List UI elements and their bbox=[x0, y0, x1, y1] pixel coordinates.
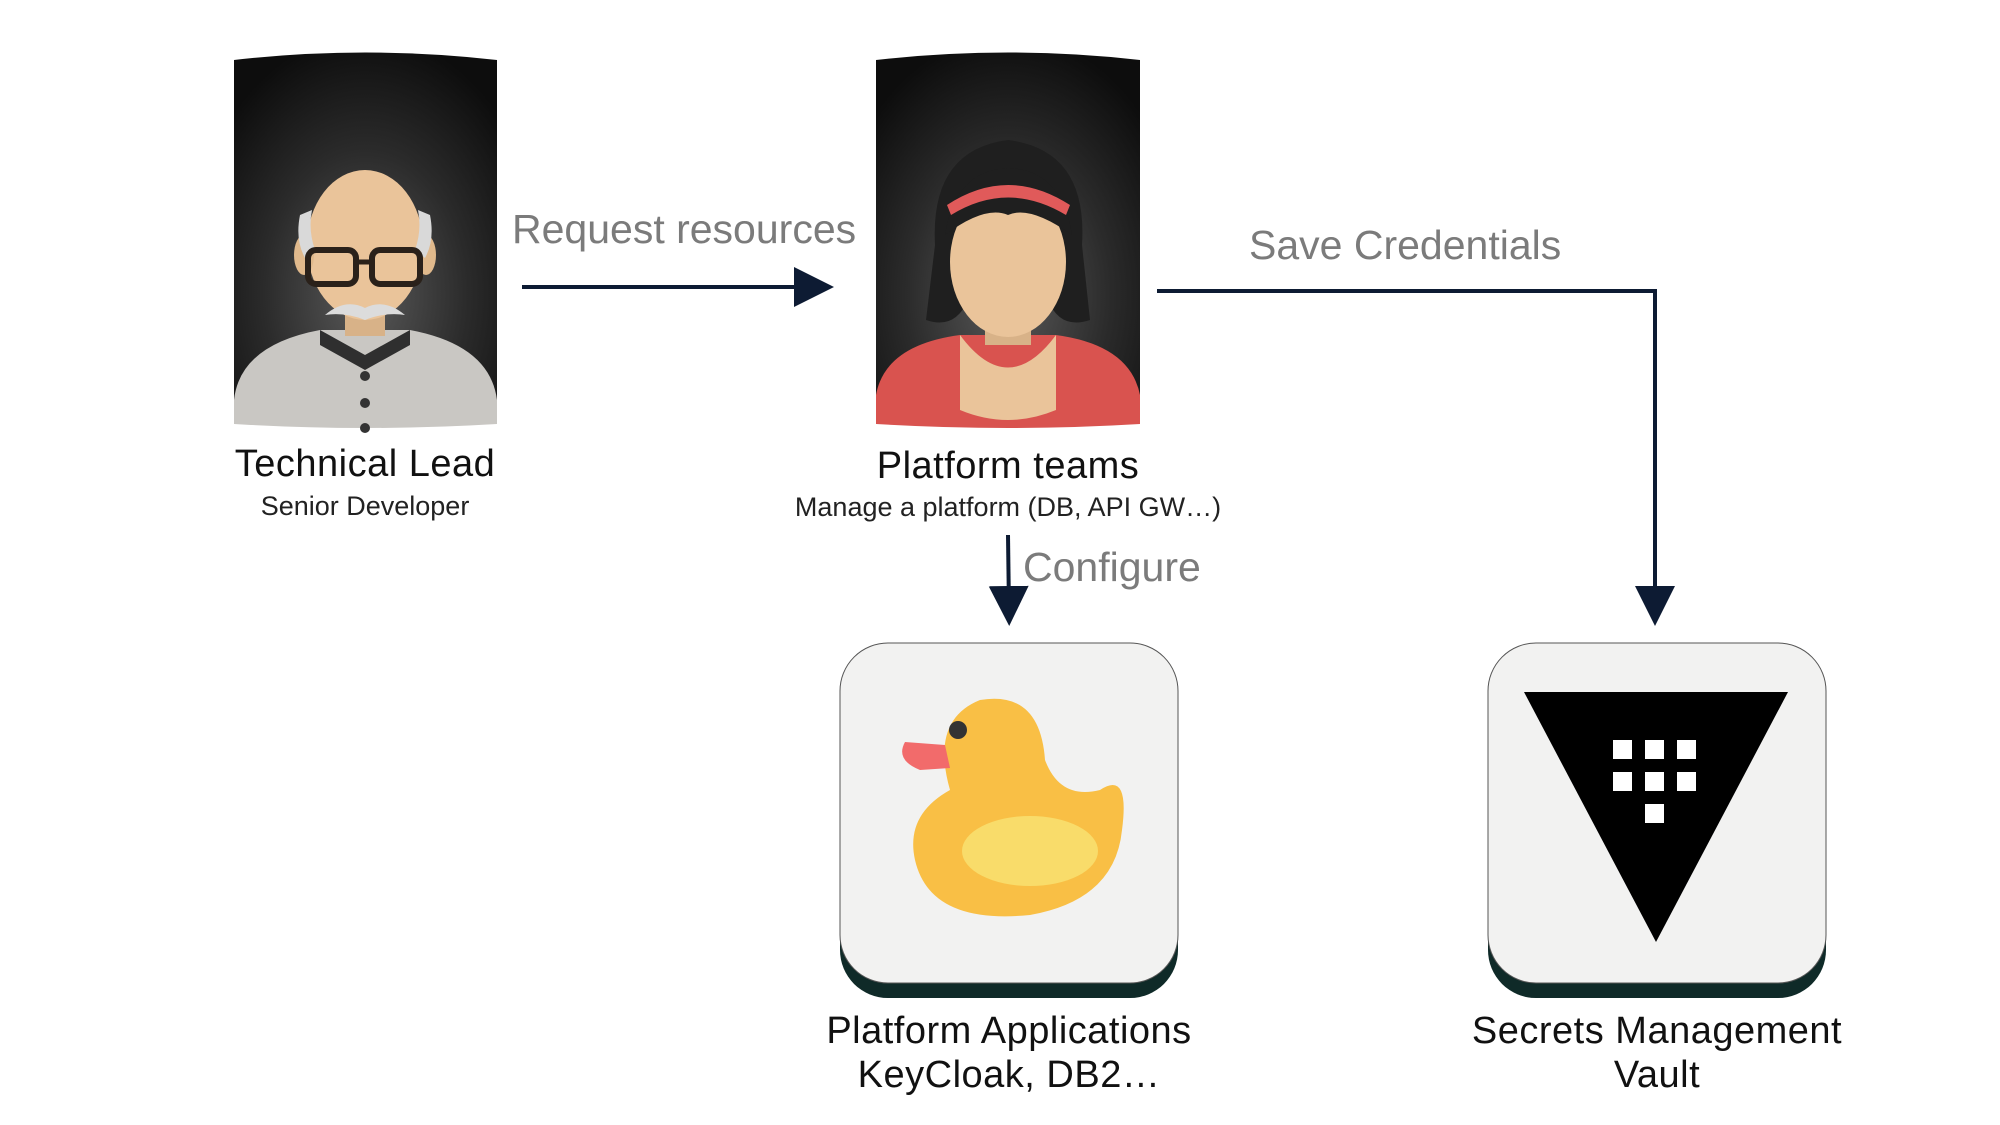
rubber-duck-icon bbox=[902, 698, 1124, 917]
technical-lead-subtitle: Senior Developer bbox=[260, 491, 470, 521]
save-credentials-label: Save Credentials bbox=[1249, 222, 1562, 268]
platform-applications-sublabel: KeyCloak, DB2… bbox=[857, 1054, 1161, 1096]
save-credentials-arrow bbox=[1157, 289, 1675, 626]
configure-arrow bbox=[988, 534, 1029, 626]
platform-applications-label: Platform Applications bbox=[826, 1010, 1192, 1052]
woman-avatar-icon bbox=[876, 52, 1140, 428]
vault-triangle-icon bbox=[1524, 692, 1788, 942]
secrets-management-sublabel: Vault bbox=[1613, 1054, 1701, 1096]
secrets-management-card bbox=[1487, 642, 1827, 998]
elderly-man-avatar-icon bbox=[234, 52, 497, 433]
configure-label: Configure bbox=[1023, 544, 1201, 590]
platform-applications-card bbox=[839, 642, 1179, 998]
technical-lead-title: Technical Lead bbox=[234, 443, 496, 485]
request-resources-label: Request resources bbox=[512, 206, 857, 252]
platform-teams-subtitle: Manage a platform (DB, API GW…) bbox=[794, 492, 1222, 522]
platform-teams-title: Platform teams bbox=[876, 445, 1140, 487]
secrets-management-label: Secrets Management bbox=[1471, 1010, 1843, 1052]
